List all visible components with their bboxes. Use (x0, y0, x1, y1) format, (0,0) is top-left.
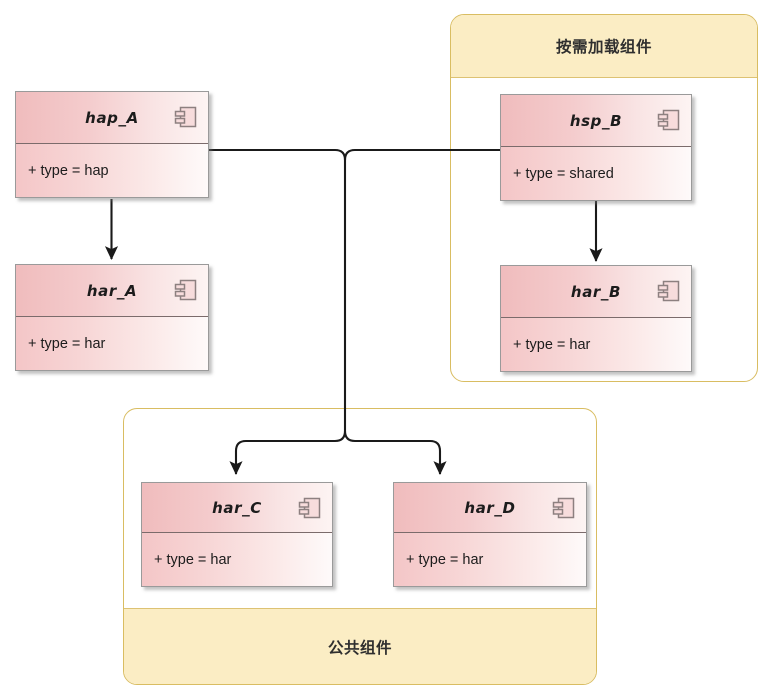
component-har-b-attribute: + type = har (513, 336, 591, 353)
component-har-d-attribute: + type = har (406, 551, 484, 568)
group-common-title: 公共组件 (327, 639, 392, 657)
component-har-d-name: har_D (464, 498, 516, 517)
component-har-b-header: har_B (501, 266, 691, 318)
component-hsp-b[interactable]: hsp_B + type = shared (500, 94, 692, 201)
component-har-c-name: har_C (212, 498, 262, 517)
component-har-a-name: har_A (86, 281, 138, 300)
component-hap-a-attribute: + type = hap (28, 162, 109, 179)
component-icon (174, 279, 197, 301)
group-on-demand-title: 按需加载组件 (555, 39, 652, 56)
component-har-a-attribute: + type = har (28, 335, 106, 352)
component-icon (552, 497, 575, 519)
component-icon (174, 106, 197, 128)
component-hap-a-name: hap_A (85, 108, 139, 127)
component-har-a-header: har_A (16, 265, 208, 317)
component-hsp-b-name: hsp_B (569, 111, 623, 130)
component-har-b[interactable]: har_B + type = har (500, 265, 692, 372)
component-hsp-b-body: + type = shared (501, 147, 691, 200)
group-common-band: 公共组件 (124, 608, 596, 684)
component-har-c-attribute: + type = har (154, 551, 232, 568)
component-hsp-b-attribute: + type = shared (513, 165, 614, 182)
component-icon (657, 280, 680, 302)
component-hap-a-body: + type = hap (16, 144, 208, 197)
group-on-demand-band: 按需加载组件 (451, 15, 757, 78)
component-hap-a-header: hap_A (16, 92, 208, 144)
component-hsp-b-header: hsp_B (501, 95, 691, 147)
component-hap-a[interactable]: hap_A + type = hap (15, 91, 209, 198)
component-har-d-body: + type = har (394, 533, 586, 586)
component-icon (298, 497, 321, 519)
component-har-c-body: + type = har (142, 533, 332, 586)
component-har-c-header: har_C (142, 483, 332, 533)
component-har-c[interactable]: har_C + type = har (141, 482, 333, 587)
component-har-a-body: + type = har (16, 317, 208, 370)
component-har-b-name: har_B (570, 282, 622, 301)
component-har-b-body: + type = har (501, 318, 691, 371)
component-icon (657, 109, 680, 131)
component-har-d-header: har_D (394, 483, 586, 533)
component-har-d[interactable]: har_D + type = har (393, 482, 587, 587)
component-har-a[interactable]: har_A + type = har (15, 264, 209, 371)
